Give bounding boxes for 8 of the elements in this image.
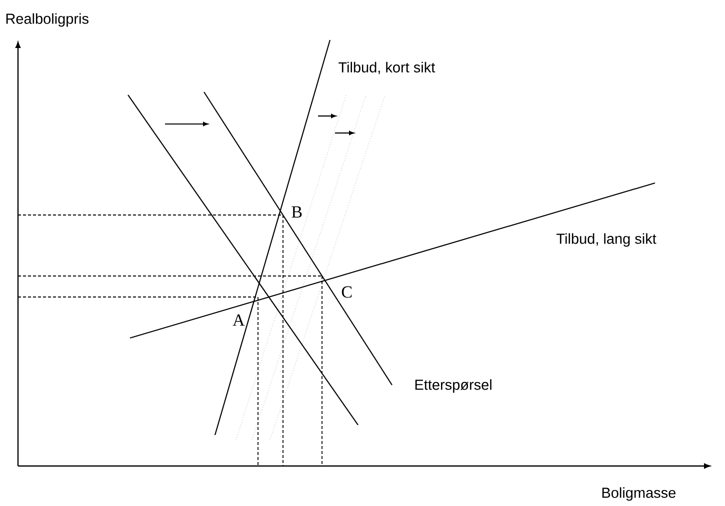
curve-label: Etterspørsel — [415, 379, 492, 393]
point-label: B — [292, 206, 302, 218]
axis-label: Realboligpris — [6, 13, 88, 27]
point-label: A — [232, 314, 245, 326]
axis-label: Boligmasse — [602, 487, 676, 501]
point-label: C — [342, 286, 352, 298]
curve-label: Tilbud, lang sikt — [556, 233, 656, 247]
curve-label: Tilbud, kort sikt — [338, 62, 436, 74]
